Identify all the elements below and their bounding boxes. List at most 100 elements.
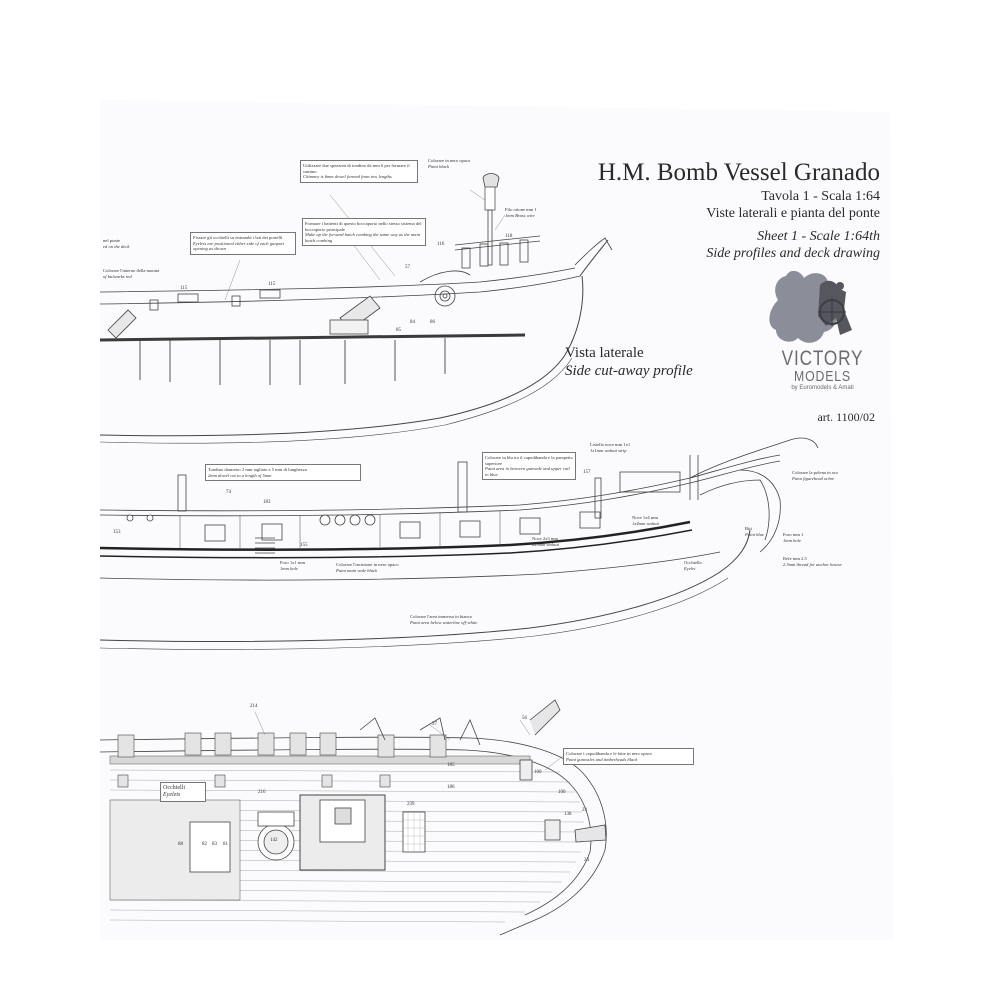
note-eyelets-it: Fissare gli occhielli su entrambi i lati… xyxy=(193,235,283,240)
note-chimney-en: Chimney is 6mm dowel formed from two len… xyxy=(303,174,392,180)
part-number: 185 xyxy=(447,763,455,768)
note-strip-en: 1x1mm walnut strip xyxy=(590,447,627,453)
deck-plan xyxy=(99,699,607,936)
note-brass-it: Filo ottone mm 1 xyxy=(505,207,537,212)
part-number: 23 xyxy=(582,808,587,813)
part-number: 74 xyxy=(226,490,231,495)
note-underwater-it: Colorare l'area immersa in bianco xyxy=(410,614,473,619)
part-number: 88 xyxy=(178,842,183,847)
note-thread: Refe mm 2.5 2.5mm thread for anchor haws… xyxy=(783,556,883,567)
leader-lines-bottom xyxy=(254,711,564,771)
note-eyelets-en: Eyelets are positioned either side of ea… xyxy=(193,240,285,252)
part-number: 81 xyxy=(223,842,228,847)
part-number: 153 xyxy=(113,530,121,535)
article-number: art. 1100/02 xyxy=(817,410,875,424)
note-hole-en: 1mm hole xyxy=(783,537,801,543)
part-number: 155 xyxy=(300,543,308,548)
note-walnut2-it: Noce 2x3 mm xyxy=(532,536,559,541)
part-number: 216 xyxy=(258,790,266,795)
sheet-description-it: Viste laterali e pianta del ponte xyxy=(706,206,880,221)
part-number: 56 xyxy=(522,716,527,721)
part-number: 115 xyxy=(268,282,276,287)
part-number: 142 xyxy=(270,838,278,843)
note-wale-en: Paint main wale black xyxy=(336,567,378,573)
part-number: 83 xyxy=(212,842,217,847)
note-underwater-en: Paint area below waterline off-white xyxy=(410,619,478,625)
note-bulwark-it: Colorare l'interno della murata xyxy=(103,268,160,273)
note-thread-en: 2.5mm thread for anchor hawse xyxy=(783,561,842,567)
note-brass-en: 1mm Brass wire xyxy=(505,212,535,218)
note-eyelet2-en: Eyelet xyxy=(684,565,696,571)
note-brass-wire: Filo ottone mm 1 1mm Brass wire xyxy=(505,207,555,218)
note-underwater: Colorare l'area immersa in bianco Paint … xyxy=(410,614,530,625)
note-small-hole: Foro 1x1 mm 1mm hole xyxy=(280,560,320,571)
note-bulwarks: Colorare l'interno della murata of bulwa… xyxy=(103,268,183,279)
note-bluepaint-it: Colorare in blu tra il capodibanda e la … xyxy=(485,455,573,466)
note-walnut2-en: 2x3mm walnut xyxy=(532,541,559,547)
note-blue-paint: Colorare in blu tra il capodibanda e la … xyxy=(482,452,576,481)
part-number: 24 xyxy=(584,858,589,863)
note-small-it: Foro 1x1 mm xyxy=(280,560,306,565)
note-walnut-en: 1x4mm walnut xyxy=(632,520,659,526)
note-occhielli: Occhielli Eyelets xyxy=(160,782,206,802)
note-hatch-en: Make up the forward hatch combing the sa… xyxy=(305,232,421,243)
note-dowel: Tondino diametro 2 mm tagliato a 5 mm di… xyxy=(205,464,361,482)
note-forward-hatch: Formare i battenti di questo boccaporto … xyxy=(302,218,426,247)
note-eyelets: Fissare gli occhielli su entrambi i lati… xyxy=(190,232,296,255)
part-number: 116 xyxy=(437,242,445,247)
note-paint-black-en: Paint black xyxy=(428,163,450,169)
note-paint-black: Colorare in nero opaco Paint black xyxy=(428,158,488,169)
brand-wordmark: VICTORY MODELS by Euromodels & Amati xyxy=(770,348,875,392)
brand-line-1: VICTORY xyxy=(781,347,864,370)
part-number: 239 xyxy=(407,802,415,807)
note-thread-it: Refe mm 2.5 xyxy=(783,556,807,561)
note-dowel-en: 2mm dowel cut to a length of 5mm xyxy=(208,472,272,478)
note-gunwale-it: Colorare i capodibanda e le bitte in ner… xyxy=(566,751,652,756)
part-number: 183 xyxy=(263,500,271,505)
title-block: H.M. Bomb Vessel Granado Tavola 1 - Scal… xyxy=(560,158,880,262)
drawing-title: H.M. Bomb Vessel Granado xyxy=(597,159,880,186)
part-number: 157 xyxy=(583,470,591,475)
part-number: 186 xyxy=(447,785,455,790)
note-hole-it: Foro mm 1 xyxy=(783,532,804,537)
note-paint-black-it: Colorare in nero opaco xyxy=(428,158,471,163)
note-main-wale: Colorare l'incintone in nero opaco Paint… xyxy=(336,562,456,573)
note-gunwales: Colorare i capodibanda e le bitte in ner… xyxy=(563,748,694,766)
profile-label: Vista laterale Side cut-away profile xyxy=(565,344,693,380)
note-figure-en: Paint figurehead ochre xyxy=(792,475,835,481)
note-walnut-it: Noce 1x4 mm xyxy=(632,515,659,520)
note-gunwale-en: Paint gunwales and timberheads black xyxy=(566,756,638,762)
note-deck: nel ponte ed on the deck xyxy=(103,238,153,249)
note-figurehead: Colorare la polena in oro Paint figurehe… xyxy=(792,470,872,481)
brand-line-2: MODELS xyxy=(794,368,851,385)
victory-models-logo xyxy=(769,270,852,343)
note-bitt: Bitt Paint blue xyxy=(745,526,780,537)
part-number: 118 xyxy=(505,234,513,239)
part-number: 85 xyxy=(396,328,401,333)
note-hole: Foro mm 1 1mm hole xyxy=(783,532,833,543)
note-bitt-en: Paint blue xyxy=(745,531,765,537)
note-chimney: Utilizzare due spezzoni di tondino da mm… xyxy=(300,160,418,183)
profile-label-en: Side cut-away profile xyxy=(565,363,693,379)
note-occhielli-it: Occhielli xyxy=(163,785,185,791)
note-hatch-it: Formare i battenti di questo boccaporto … xyxy=(305,221,422,232)
profile-label-it: Vista laterale xyxy=(565,345,644,361)
note-eyelet2-it: Occhiello xyxy=(684,560,702,565)
note-deck-it: nel ponte xyxy=(103,238,120,243)
part-number: 214 xyxy=(250,704,258,709)
part-number: 57 xyxy=(405,265,410,270)
side-cutaway-profile xyxy=(99,173,613,444)
note-walnut-strip: Listello noce mm 1x1 1x1mm walnut strip xyxy=(590,442,660,453)
part-number: 100 xyxy=(534,770,542,775)
side-external-profile xyxy=(99,437,819,650)
part-number: 138 xyxy=(564,812,572,817)
note-wale-it: Colorare l'incintone in nero opaco xyxy=(336,562,399,567)
part-number: 37 xyxy=(432,722,437,727)
note-bitt-it: Bitt xyxy=(745,526,752,531)
part-number: 82 xyxy=(202,842,207,847)
brand-line-3: by Euromodels & Amati xyxy=(791,385,854,391)
sheet-number-it: Tavola 1 - Scala 1:64 xyxy=(761,189,880,204)
note-small-en: 1mm hole xyxy=(280,565,298,571)
note-strip-it: Listello noce mm 1x1 xyxy=(590,442,631,447)
